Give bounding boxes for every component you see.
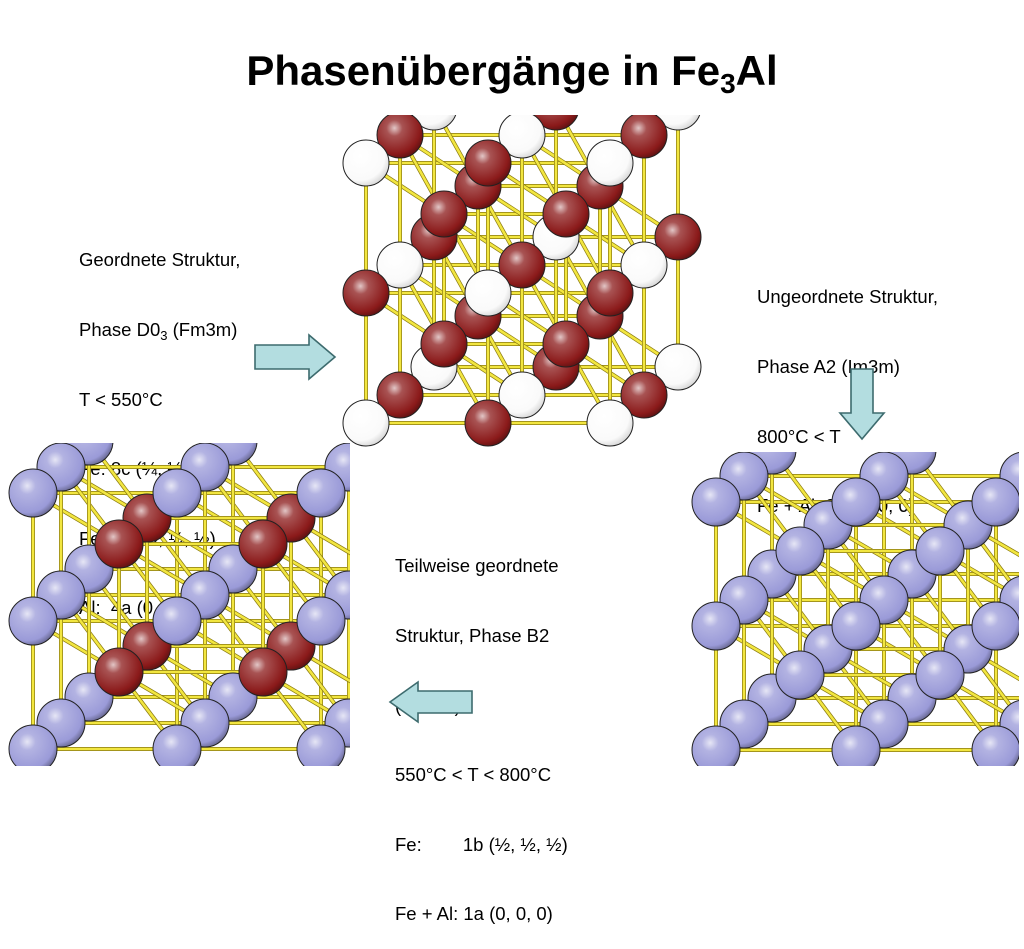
al-atom [411, 115, 457, 131]
partially-ordered-structure-description: Teilweise geordnete Struktur, Phase B2 (… [395, 555, 568, 925]
fe-al-mixed-atom [831, 601, 881, 651]
fe-atom [238, 647, 288, 697]
fe-atom [620, 115, 668, 159]
lattice-atoms [691, 452, 1019, 766]
fe-al-mixed-atom [296, 596, 346, 646]
fe-al-mixed-atom [915, 650, 965, 700]
al-atom [342, 139, 390, 187]
fe-al-mixed-atom [691, 601, 741, 651]
fe-al-mixed-atom [831, 477, 881, 527]
fe-al-mixed-atom [971, 477, 1019, 527]
fe-atom [94, 519, 144, 569]
al-atom [342, 399, 390, 447]
fe-atom [498, 241, 546, 289]
fe-al-mixed-atom [8, 596, 58, 646]
fe-al-mixed-atom [971, 725, 1019, 766]
fe-al-mixed-atom [915, 526, 965, 576]
fe-atom [420, 190, 468, 238]
fe-al-mixed-atom [152, 596, 202, 646]
crystal-b2-partial [8, 443, 350, 766]
fe-al-mixed-atom [691, 477, 741, 527]
al-atom [586, 399, 634, 447]
lattice-atoms [8, 443, 350, 766]
fe-atom [586, 269, 634, 317]
fe-al-mixed-atom [296, 468, 346, 518]
al-atom [498, 115, 546, 159]
fe-al-mixed-atom [8, 724, 58, 766]
fe-atom [654, 213, 702, 261]
down-arrow-icon [838, 368, 886, 441]
fe-atom [542, 190, 590, 238]
al-atom [620, 241, 668, 289]
crystal-a2-disordered [691, 452, 1019, 766]
al-atom [654, 343, 702, 391]
al-atom [464, 269, 512, 317]
fe-atom [533, 115, 579, 131]
fe-al-mixed-atom [775, 650, 825, 700]
fe-al-mixed-atom [971, 601, 1019, 651]
fe-atom [542, 320, 590, 368]
al-atom [655, 115, 701, 131]
fe-atom [238, 519, 288, 569]
fe-al-mixed-atom [831, 725, 881, 766]
fe-al-mixed-atom [152, 724, 202, 766]
al-atom [376, 241, 424, 289]
fe-atom [94, 647, 144, 697]
fe-al-mixed-atom [152, 468, 202, 518]
fe-atom [376, 371, 424, 419]
fe-al-mixed-atom [8, 468, 58, 518]
fe-atom [620, 371, 668, 419]
lattice-atoms [342, 115, 702, 447]
fe-al-mixed-atom [775, 526, 825, 576]
al-atom [586, 139, 634, 187]
fe-atom [464, 139, 512, 187]
fe-al-mixed-atom [691, 725, 741, 766]
fe-atom [376, 115, 424, 159]
fe-al-mixed-atom [296, 724, 346, 766]
fe-atom [464, 399, 512, 447]
al-atom [498, 371, 546, 419]
right-arrow-icon [254, 333, 337, 381]
page-title: Phasenübergänge in Fe3Al [246, 47, 778, 99]
fe-atom [342, 269, 390, 317]
crystal-d03-ordered [342, 115, 702, 447]
left-arrow-icon [388, 680, 473, 724]
fe-atom [420, 320, 468, 368]
